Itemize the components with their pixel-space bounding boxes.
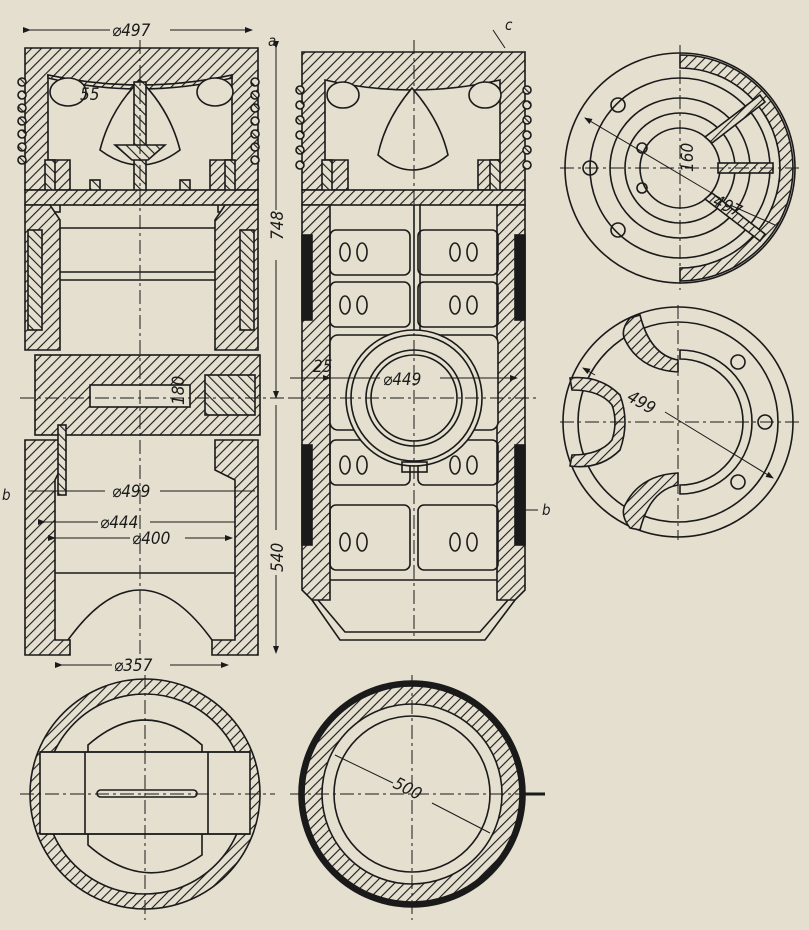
centerlines-left bbox=[20, 40, 290, 660]
dim-crown-radius: 55 bbox=[80, 85, 99, 105]
plan-top-lines bbox=[560, 45, 800, 290]
centerlines-bottom-middle bbox=[290, 675, 545, 920]
dim-inner-diameter: ⌀444 bbox=[100, 513, 138, 533]
label-b-left: b bbox=[2, 486, 11, 504]
left-section-view bbox=[17, 47, 261, 656]
dimension-lines-left bbox=[23, 27, 279, 668]
dim-wall-thickness: 25 bbox=[313, 357, 332, 377]
plan-middle-lines bbox=[560, 305, 800, 540]
label-a: a bbox=[268, 32, 276, 50]
dim-ring-diameter: ⌀499 bbox=[112, 482, 150, 502]
label-b-right: b bbox=[542, 501, 551, 519]
dim-plan-center: 160 bbox=[678, 143, 698, 172]
label-c: c bbox=[505, 16, 513, 34]
dim-plan-middle: 499 bbox=[624, 387, 659, 419]
ring-grooves bbox=[17, 77, 260, 165]
centerlines-middle bbox=[290, 40, 540, 640]
dim-skirt-opening: ⌀357 bbox=[114, 656, 153, 676]
dim-top-diameter: ⌀497 bbox=[112, 21, 151, 41]
dim-bore-diameter: ⌀400 bbox=[132, 529, 170, 549]
dim-overall-height: 748 bbox=[268, 211, 288, 240]
dimension-lines-middle bbox=[290, 29, 538, 511]
middle-section-view bbox=[295, 51, 532, 641]
dim-lower-height: 540 bbox=[268, 543, 288, 572]
dim-pin-boss: 180 bbox=[169, 376, 189, 405]
dim-pin-bore: ⌀449 bbox=[383, 370, 421, 390]
lightening-holes bbox=[339, 242, 478, 552]
centerlines-bottom-left bbox=[20, 675, 275, 920]
